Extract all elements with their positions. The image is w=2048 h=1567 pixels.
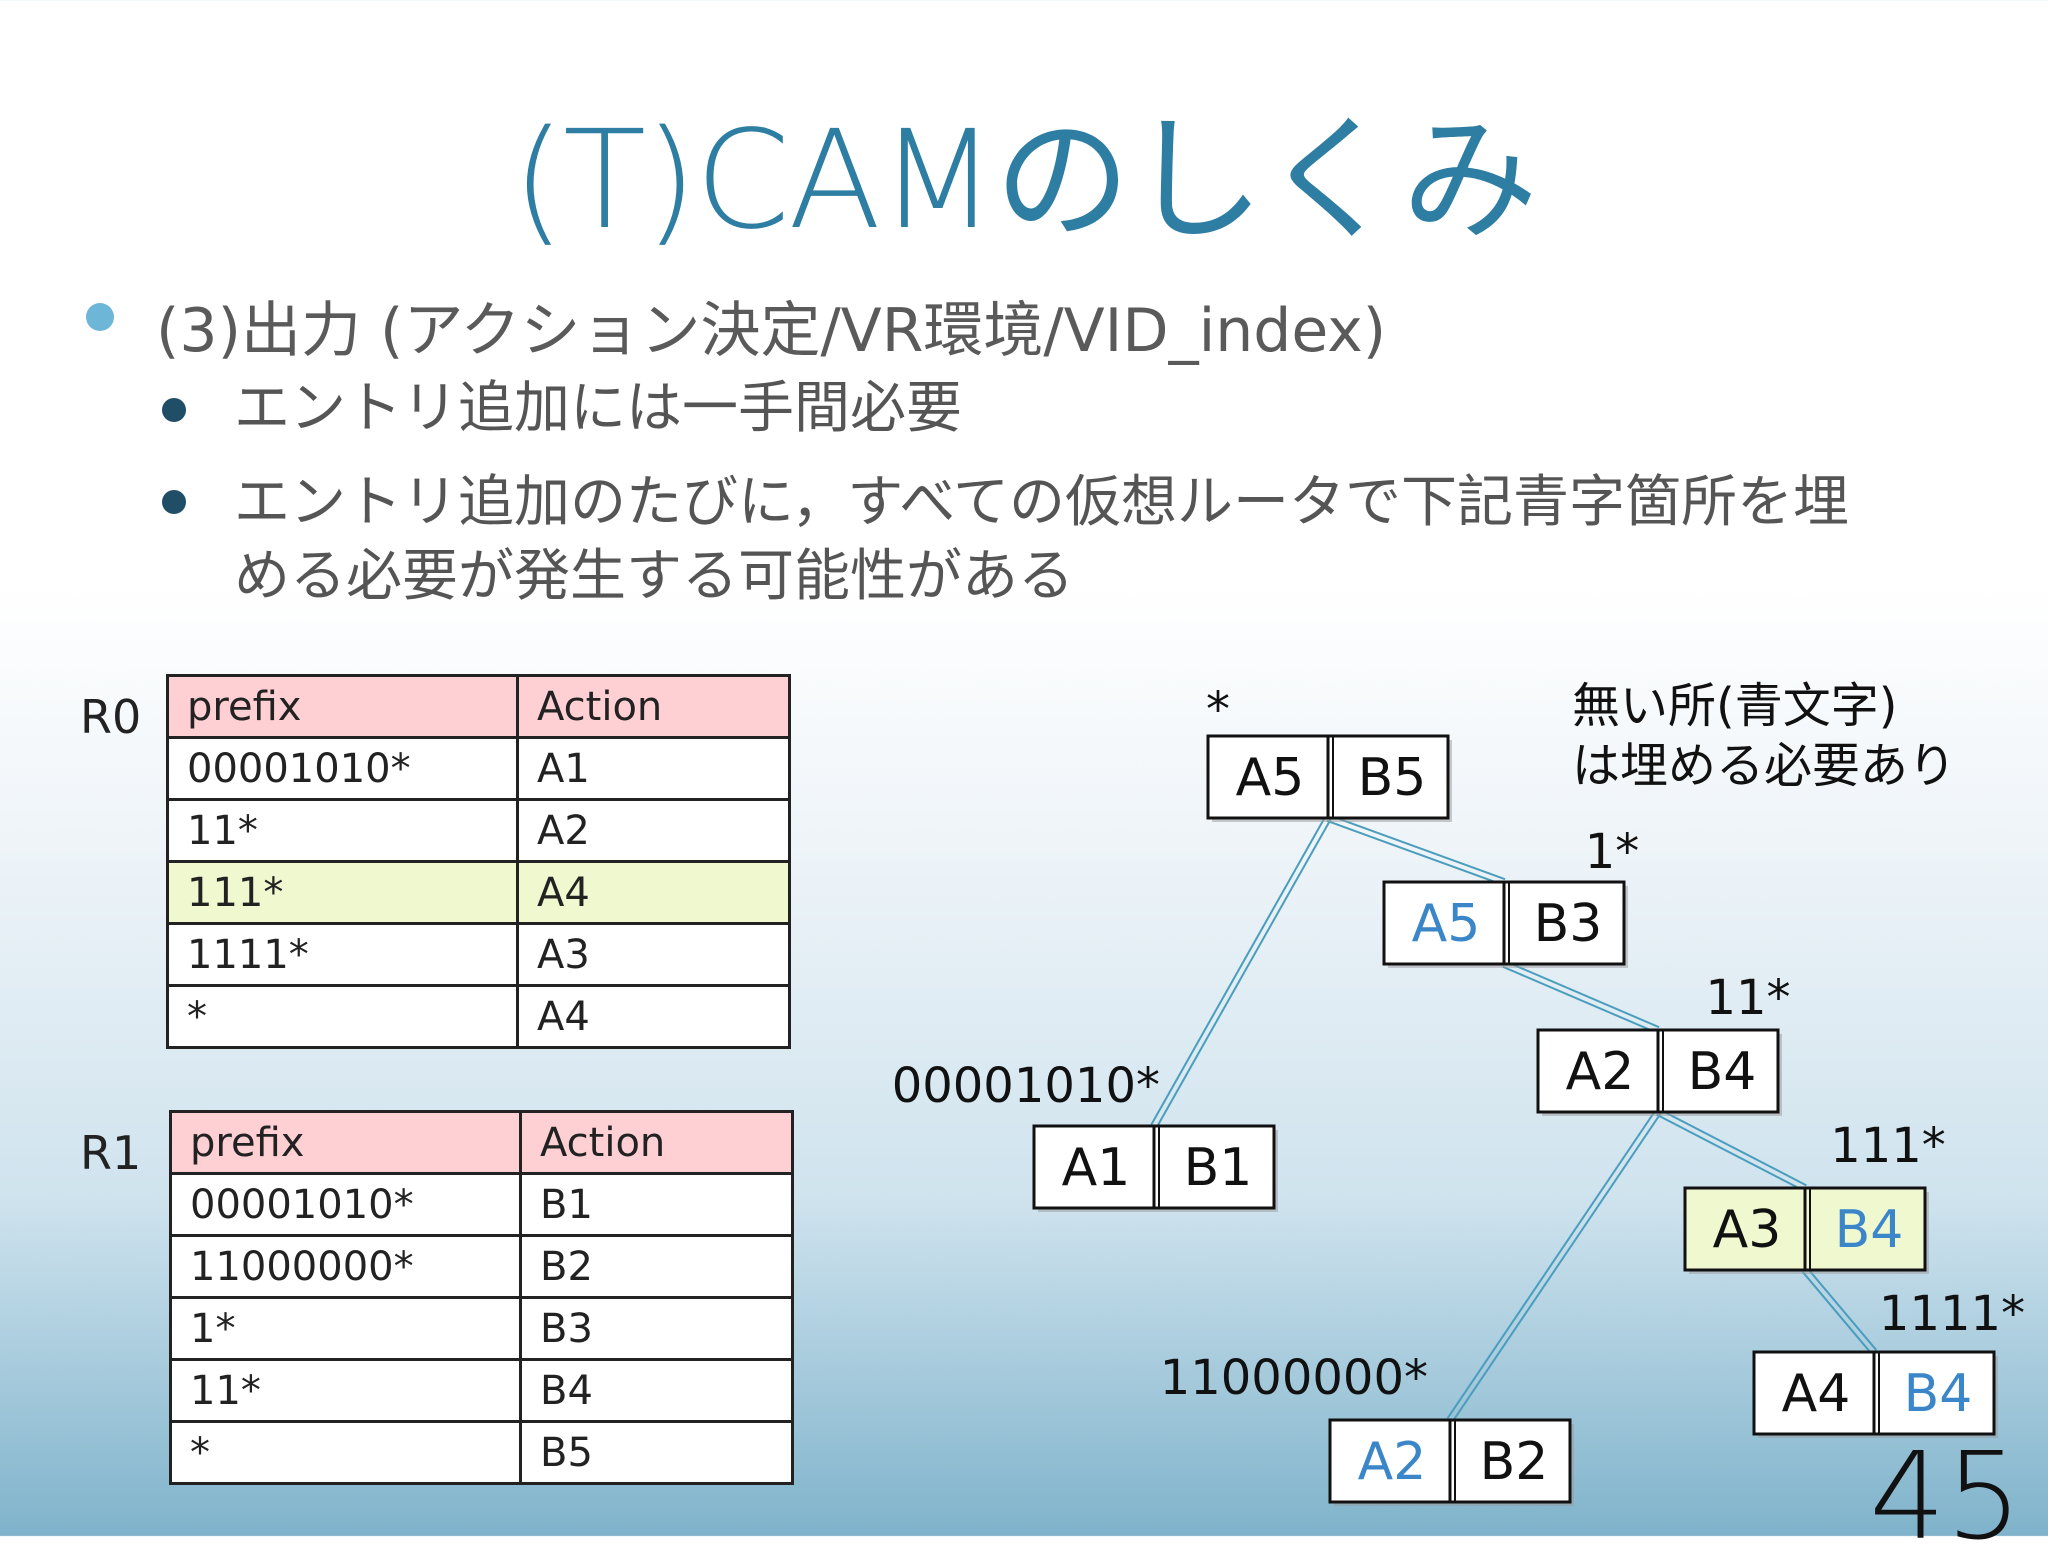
trie-edge (1502, 960, 1660, 1034)
table-row: *A4 (166, 984, 791, 1049)
page-number: 45 (1869, 1428, 2022, 1567)
bullet-sub-2-line-2: める必要が発生する可能性がある (234, 544, 1074, 609)
trie-node: A2 B4 11* (1536, 970, 1791, 1116)
trie-edge (1150, 816, 1332, 1128)
bullet-dot (162, 398, 186, 422)
prefix-cell: 111* (166, 860, 519, 925)
node-action-b: B4 (1835, 1200, 1904, 1260)
node-action-b: B5 (1358, 748, 1427, 808)
action-cell: B3 (519, 1296, 794, 1361)
routing-table-r0: prefix Action 00001010*A1 11*A2 111*A4 1… (166, 674, 791, 1049)
table-header-row: prefix Action (169, 1110, 794, 1175)
table-row: 00001010*B1 (169, 1172, 794, 1237)
trie-edge (1446, 1109, 1662, 1423)
node-action-b: B2 (1480, 1432, 1549, 1492)
trie-node: A5 B5 * (1206, 682, 1452, 822)
node-prefix-label: 11000000* (1160, 1350, 1428, 1406)
prefix-cell: * (166, 984, 519, 1049)
table-row: 11000000*B2 (169, 1234, 794, 1299)
node-prefix-label: 11* (1705, 970, 1790, 1026)
node-action-a: A5 (1236, 748, 1305, 808)
bullet-sub-2-line-1: エントリ追加のたびに，すべての仮想ルータで下記青字箇所を埋 (234, 470, 1850, 535)
header-prefix: prefix (169, 1110, 522, 1175)
node-prefix-label: * (1206, 682, 1230, 738)
node-prefix-label: 00001010* (892, 1058, 1160, 1114)
bullet-dot (162, 490, 186, 514)
trie-node: A3 B4 111* (1683, 1118, 1946, 1274)
header-action: Action (519, 1110, 794, 1175)
prefix-cell: 00001010* (169, 1172, 522, 1237)
node-prefix-label: 1* (1585, 824, 1640, 880)
trie-edge (1801, 1267, 1878, 1355)
table-row: 1111*A3 (166, 922, 791, 987)
node-action-a: A1 (1062, 1138, 1131, 1198)
prefix-cell: 1111* (166, 922, 519, 987)
node-prefix-label: 111* (1830, 1118, 1946, 1174)
table-row-highlighted: 111*A4 (166, 860, 791, 925)
action-cell: B5 (519, 1420, 794, 1485)
trie-node: A5 B3 1* (1382, 824, 1640, 968)
node-action-a: A2 (1566, 1042, 1635, 1102)
node-action-b: B3 (1534, 894, 1603, 954)
action-cell: A4 (516, 984, 791, 1049)
trie-edge (1656, 1108, 1807, 1192)
header-prefix: prefix (166, 674, 519, 739)
table-row: 1*B3 (169, 1296, 794, 1361)
action-cell: B1 (519, 1172, 794, 1237)
table-row: 11*A2 (166, 798, 791, 863)
table-label-r1: R1 (80, 1126, 142, 1180)
node-action-a: A5 (1412, 894, 1481, 954)
prefix-cell: 1* (169, 1296, 522, 1361)
action-cell: A4 (516, 860, 791, 925)
node-action-b: B1 (1184, 1138, 1253, 1198)
bullet-main: (3)出力 (アクション決定/VR環境/VID_index) (156, 296, 1387, 366)
action-cell: B4 (519, 1358, 794, 1423)
node-action-b: B4 (1904, 1364, 1973, 1424)
prefix-cell: * (169, 1420, 522, 1485)
table-row: 00001010*A1 (166, 736, 791, 801)
node-action-a: A3 (1713, 1200, 1782, 1260)
slide-title: (T)CAMのしくみ (512, 102, 1538, 260)
prefix-cell: 11* (169, 1358, 522, 1423)
node-action-a: A4 (1782, 1364, 1851, 1424)
trie-edge (1326, 814, 1506, 886)
trie-node: A4 B4 1111* (1752, 1286, 2025, 1438)
table-row: 11*B4 (169, 1358, 794, 1423)
trie-node: A1 B1 00001010* (892, 1058, 1278, 1212)
node-prefix-label: 1111* (1879, 1286, 2025, 1342)
action-cell: A1 (516, 736, 791, 801)
prefix-cell: 11000000* (169, 1234, 522, 1299)
note-line-1: 無い所(青文字) (1572, 678, 1898, 734)
table-row: *B5 (169, 1420, 794, 1485)
prefix-cell: 00001010* (166, 736, 519, 801)
table-header-row: prefix Action (166, 674, 791, 739)
bullet-dot (86, 303, 114, 331)
bullet-sub-1: エントリ追加には一手間必要 (234, 376, 962, 441)
action-cell: A3 (516, 922, 791, 987)
node-action-b: B4 (1688, 1042, 1757, 1102)
note-line-2: は埋める必要あり (1572, 738, 1957, 794)
trie-node: A2 B2 11000000* (1160, 1350, 1574, 1506)
prefix-cell: 11* (166, 798, 519, 863)
table-label-r0: R0 (80, 690, 142, 744)
header-action: Action (516, 674, 791, 739)
action-cell: A2 (516, 798, 791, 863)
note-text: 無い所(青文字) は埋める必要あり (1572, 676, 1956, 796)
routing-table-r1: prefix Action 00001010*B1 11000000*B2 1*… (169, 1110, 794, 1485)
node-action-a: A2 (1358, 1432, 1427, 1492)
action-cell: B2 (519, 1234, 794, 1299)
